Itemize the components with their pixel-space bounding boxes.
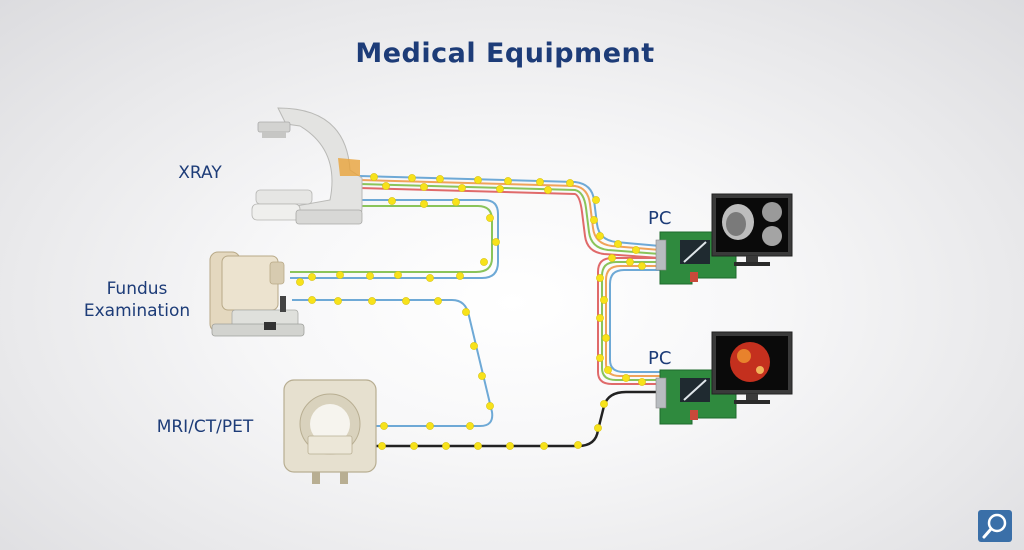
pc2-monitor-icon bbox=[711, 331, 793, 404]
diagram-title: Medical Equipment bbox=[355, 38, 655, 69]
cable-group bbox=[290, 175, 661, 448]
fundus-to-mri-cable bbox=[292, 299, 494, 427]
xray-to-fundus-cable bbox=[290, 199, 499, 279]
connector-dots bbox=[296, 173, 646, 450]
xray-machine-icon bbox=[251, 107, 363, 225]
mri-scanner-icon bbox=[283, 379, 377, 484]
pc1-monitor-icon bbox=[711, 193, 793, 266]
pc1-label: PC bbox=[648, 208, 672, 229]
xray-to-pc1-cable bbox=[359, 175, 661, 259]
fundus-label-line1: Fundus bbox=[106, 279, 168, 299]
pc1-to-pc2-cable bbox=[597, 257, 660, 385]
fundus-camera-icon bbox=[209, 251, 305, 337]
magnifier-logo-icon bbox=[978, 510, 1012, 542]
fundus-label-line2: Examination bbox=[83, 301, 191, 321]
fundus-label: Fundus Examination bbox=[72, 278, 202, 322]
xray-label: XRAY bbox=[178, 163, 222, 183]
mri-to-pc2-cable bbox=[372, 390, 660, 448]
pc2-label: PC bbox=[648, 348, 672, 369]
mri-label: MRI/CT/PET bbox=[156, 417, 254, 437]
